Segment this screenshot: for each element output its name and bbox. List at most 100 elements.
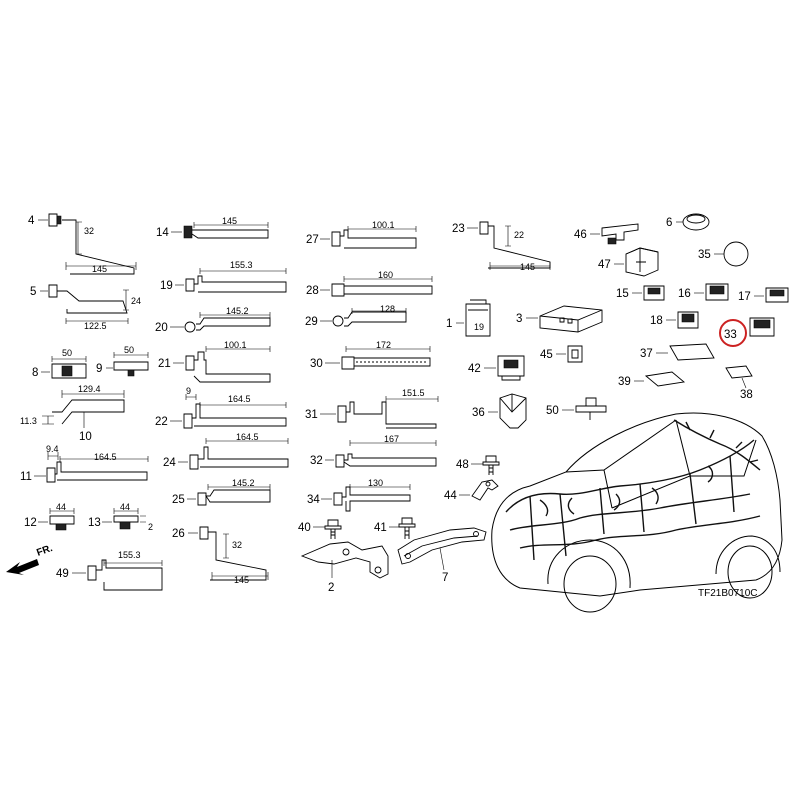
dim-10-height: 11.3 [20,416,37,426]
part-25-clip[interactable]: 25 145.2 [172,478,271,506]
part-3-relay-box[interactable]: 3 [516,305,603,333]
part-number-17: 17 [738,291,751,303]
part-15-clip[interactable]: 15 [616,285,665,301]
part-45-clip[interactable]: 45 [540,345,583,363]
part-number-35: 35 [698,249,711,261]
part-number-27: 27 [306,234,319,246]
part-1-connector[interactable]: 1 19 [446,299,491,337]
part-41-bolt[interactable]: 41 [374,517,416,539]
part-number-9: 9 [96,363,102,375]
part-number-46: 46 [574,229,587,241]
part-8-clip[interactable]: 8 50 [32,348,87,379]
part-number-21: 21 [158,358,171,370]
part-number-7: 7 [442,572,448,584]
part-31-clip[interactable]: 31 151.5 [305,388,439,429]
dim-11-width: 164.5 [94,452,117,462]
part-33-clip[interactable]: 33 [719,317,775,347]
part-18-clip[interactable]: 18 [650,311,699,329]
part-number-3: 3 [516,313,522,325]
part-number-15: 15 [616,288,629,300]
part-number-8: 8 [32,367,38,379]
dim-22-width: 164.5 [228,394,251,404]
part-12-clip[interactable]: 12 44 [24,502,75,531]
dim-31-width: 151.5 [402,388,425,398]
part-49-clip[interactable]: 49 155.3 [56,550,163,591]
part-40-bolt[interactable]: 40 [298,519,342,539]
part-number-29: 29 [305,316,318,328]
part-39-pad[interactable]: 39 [618,371,686,388]
part-7-bracket[interactable]: 7 [397,527,487,584]
part-36-bracket[interactable]: 36 [472,393,527,429]
part-29-clip[interactable]: 29 128 [305,304,407,328]
part-38-pad[interactable]: 38 [725,365,753,401]
part-37-pad[interactable]: 37 [640,343,715,361]
dim-32-width: 167 [384,434,399,444]
part-30-cable-tie[interactable]: 30 172 [310,340,431,370]
part-number-18: 18 [650,315,663,327]
part-number-32: 32 [310,455,323,467]
part-number-36: 36 [472,407,485,419]
part-47-bracket[interactable]: 47 [598,247,659,277]
part-10-clip[interactable]: 129.4 11.3 10 [20,384,125,443]
part-2-bracket[interactable]: 2 [300,541,389,594]
dim-4-width: 145 [92,264,107,274]
part-number-26: 26 [172,528,185,540]
part-6-grommet[interactable]: 6 [666,213,710,231]
part-16-clip[interactable]: 16 [678,283,729,301]
part-14-clip[interactable]: 14 145 [156,216,269,239]
part-number-20: 20 [155,322,168,334]
part-5-clip[interactable]: 5 24 122.5 [30,284,141,331]
part-number-48: 48 [456,459,469,471]
part-number-47: 47 [598,259,611,271]
part-number-6: 6 [666,217,672,229]
front-arrow-label: FR. [35,543,54,559]
highlight-circle [719,319,747,347]
part-27-clip[interactable]: 27 100.1 [306,220,417,249]
part-number-24: 24 [163,457,176,469]
dim-24-width: 164.5 [236,432,259,442]
dim-30-width: 172 [376,340,391,350]
dim-23-width: 145 [520,262,535,272]
dim-26-width: 145 [234,575,249,585]
part-28-clip[interactable]: 28 160 [306,270,433,297]
dim-11-a: 9.4 [46,444,59,454]
part-23-clip[interactable]: 23 22 145 [452,221,551,272]
part-9-clip[interactable]: 9 50 [96,345,149,377]
dim-25-width: 145.2 [232,478,255,488]
part-21-clip[interactable]: 21 100.1 [158,340,271,383]
part-11-clip[interactable]: 11 9.4 164.5 [20,444,149,483]
part-number-50: 50 [546,405,559,417]
part-13-clip[interactable]: 13 44 2 [88,502,153,532]
part-32-clip[interactable]: 32 167 [310,434,437,468]
part-46-clip[interactable]: 46 [574,223,639,245]
part-44-bracket[interactable]: 44 [444,479,499,502]
part-24-clip[interactable]: 24 164.5 [163,432,289,470]
part-20-clip[interactable]: 20 145.2 [155,306,271,334]
part-50-clip[interactable]: 50 [546,397,607,420]
part-number-33: 33 [724,329,737,341]
part-26-clip[interactable]: 26 32 145 [172,526,269,585]
part-34-clip[interactable]: 34 130 [307,478,411,512]
part-number-2: 2 [328,582,334,594]
part-4-clip[interactable]: 4 32 145 [28,213,137,275]
part-22-clip[interactable]: 22 9 164.5 [155,386,287,429]
part-48-bolt[interactable]: 48 [456,455,500,475]
part-1-size-label: 19 [474,322,484,332]
part-number-1: 1 [446,318,452,330]
part-number-44: 44 [444,490,457,502]
part-number-30: 30 [310,358,323,370]
part-19-clip[interactable]: 19 155.3 [160,260,287,293]
part-number-13: 13 [88,517,101,529]
dim-23-height: 22 [514,230,524,240]
part-number-25: 25 [172,494,185,506]
part-17-clip[interactable]: 17 [738,287,789,303]
dim-49-width: 155.3 [118,550,141,560]
diagram-code: TF21B0710C [698,588,757,599]
part-number-41: 41 [374,522,387,534]
part-number-23: 23 [452,223,465,235]
part-number-28: 28 [306,285,319,297]
part-42-connector[interactable]: 42 [468,355,525,381]
dim-34-width: 130 [368,478,383,488]
part-35-grommet[interactable]: 35 [698,241,749,267]
